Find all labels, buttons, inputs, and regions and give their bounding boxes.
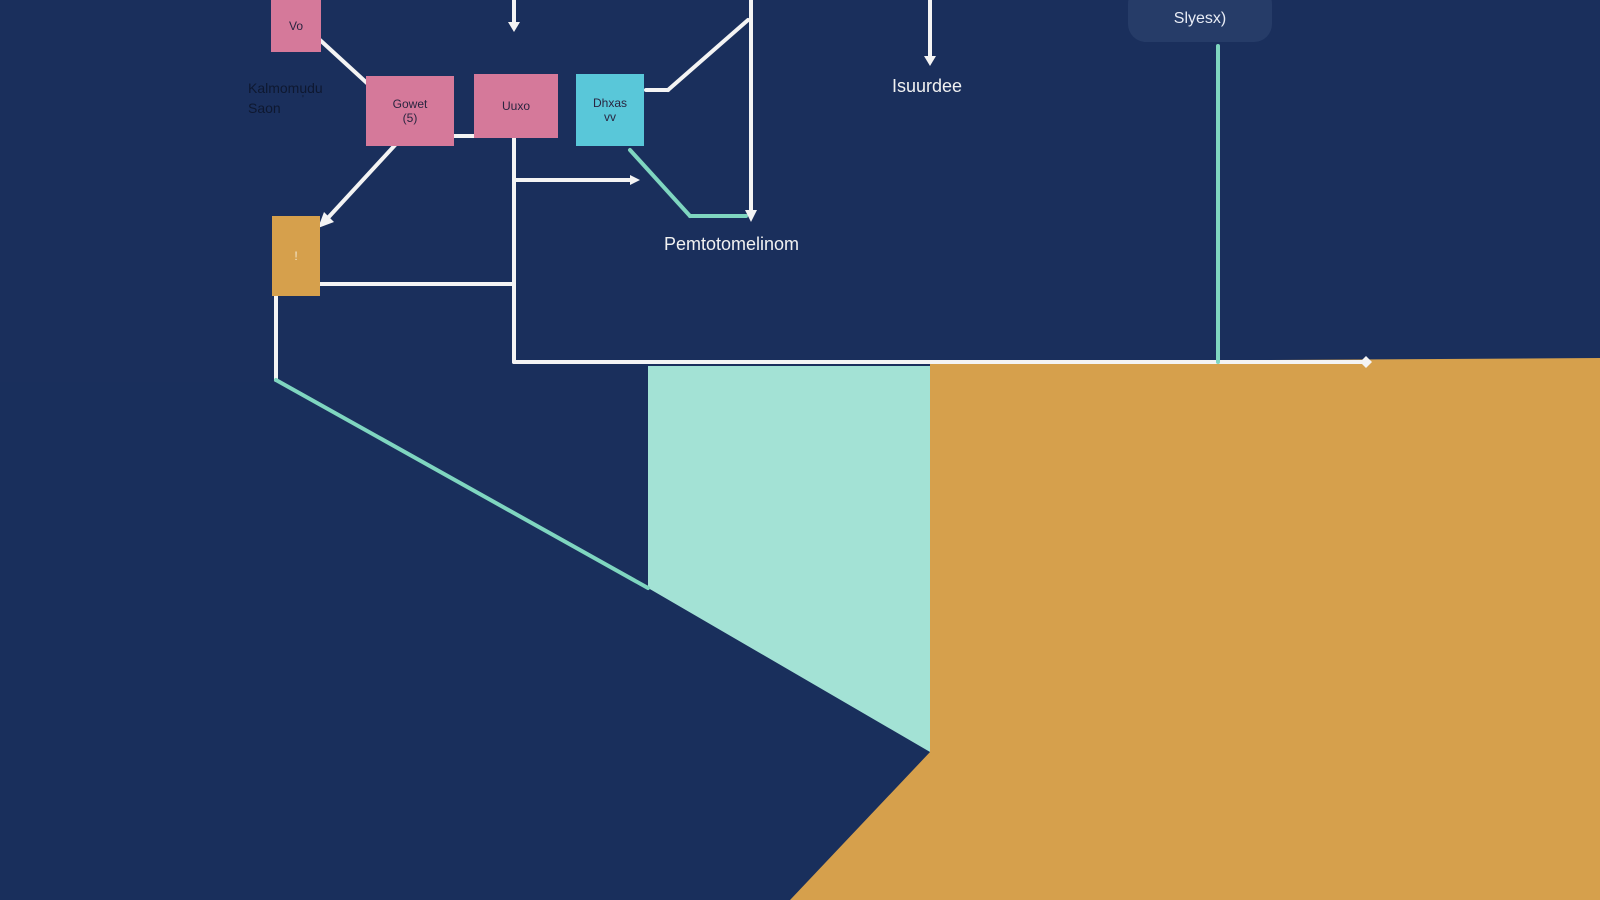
node-vo[interactable]: Vo: [271, 0, 321, 52]
node-uuxo[interactable]: Uuxo: [474, 74, 558, 138]
node-mustard[interactable]: !: [272, 216, 320, 296]
mustard-plane: [790, 358, 1600, 900]
navy-wedge: [0, 382, 930, 900]
label-isuurdee: Isuurdee: [892, 76, 963, 96]
left-annotation-line2: Saon: [248, 100, 281, 116]
arrowhead-mid-horizontal: [630, 175, 640, 185]
node-vo-label: Vo: [288, 19, 303, 33]
baseline-end-diamond: [1360, 356, 1372, 368]
node-dhxas-line2: vv: [604, 110, 616, 124]
arrowhead-isuurdee: [924, 56, 936, 66]
arrowhead-to-mustard: [318, 212, 334, 228]
arrowhead-right-vertical: [745, 210, 757, 222]
node-dhxas[interactable]: Dhxas vv: [576, 74, 644, 146]
left-annotation-line1: Kalmomudu: [248, 80, 323, 96]
left-annotation: Kalmomudu Saon: [248, 78, 323, 118]
connector-gowet-to-mustard: [324, 142, 398, 222]
node-dhxas-line1: Dhxas: [592, 96, 627, 110]
label-pemtotomelinom: Pemtotomelinom: [664, 234, 800, 254]
node-gowet-line2: (5): [402, 111, 418, 125]
pill-label: Slyesx): [1173, 10, 1227, 27]
pill-node[interactable]: Slyesx): [1128, 0, 1272, 42]
left-annotation-tick: ': [302, 94, 304, 105]
connector-teal-diagonal: [274, 378, 650, 590]
connector-cyan-to-label: [628, 148, 692, 218]
mint-plane: [648, 366, 930, 752]
connector-vo-to-gowet: [318, 38, 370, 86]
node-gowet-line1: Gowet: [392, 97, 428, 111]
connector-cyan-diagonal: [666, 18, 750, 92]
node-uuxo-label: Uuxo: [501, 99, 530, 113]
node-mustard-label: !: [294, 249, 298, 263]
node-gowet[interactable]: Gowet (5): [366, 76, 454, 146]
arrowhead-top-center: [508, 22, 520, 32]
